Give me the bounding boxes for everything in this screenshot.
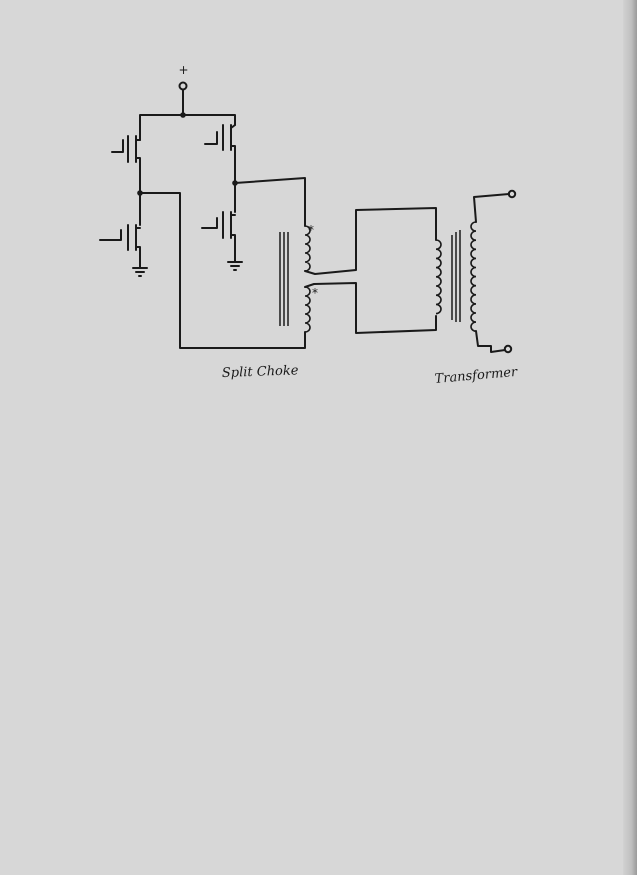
choke-lower-polarity-mark: * — [312, 286, 318, 300]
mosfet-3-source-lead — [230, 145, 236, 184]
mosfet-4-gate-lead — [201, 217, 218, 229]
transformer — [435, 189, 517, 354]
left-leg-to-choke-wire — [139, 192, 306, 349]
choke-to-transformer-lower-wire — [304, 282, 437, 334]
output-terminal-bottom — [503, 344, 513, 354]
mosfet-2-gate-lead — [99, 229, 122, 241]
choke-upper-polarity-mark: * — [308, 223, 314, 237]
mosfet-2-lower-left — [99, 192, 148, 277]
mosfet-2-source-lead — [135, 246, 141, 269]
mosfet-3-gate-lead — [204, 131, 218, 145]
mosfet-3-upper-right — [204, 124, 236, 184]
secondary-top-lead — [473, 193, 510, 223]
split-choke-label: Split Choke — [222, 363, 299, 381]
mosfet-1-upper-left — [111, 135, 141, 194]
mosfet-1-source-lead — [135, 157, 141, 194]
supply-plus-label: + — [179, 63, 189, 77]
mosfet-1-gate-lead — [111, 139, 124, 153]
choke-to-transformer-upper-wire — [304, 207, 437, 275]
split-choke: * * — [279, 223, 318, 333]
top-rail-wire — [139, 114, 236, 141]
supply-terminal-circle — [178, 81, 188, 91]
mosfet-4-lower-right — [201, 182, 243, 271]
mosfet-3-drain-stub — [230, 124, 236, 129]
right-leg-to-choke-wire — [234, 177, 306, 227]
supply-terminal: + — [178, 63, 189, 118]
output-terminal-top — [507, 189, 517, 199]
choke-lower-winding — [304, 286, 311, 333]
choke-upper-winding — [304, 225, 311, 272]
transformer-secondary-winding — [470, 221, 477, 332]
mosfet-4-source-lead — [230, 234, 236, 263]
secondary-bottom-lead — [475, 330, 506, 353]
transformer-label: Transformer — [434, 365, 519, 387]
transformer-primary-winding — [435, 239, 442, 315]
page-edge-shadow — [623, 0, 637, 875]
